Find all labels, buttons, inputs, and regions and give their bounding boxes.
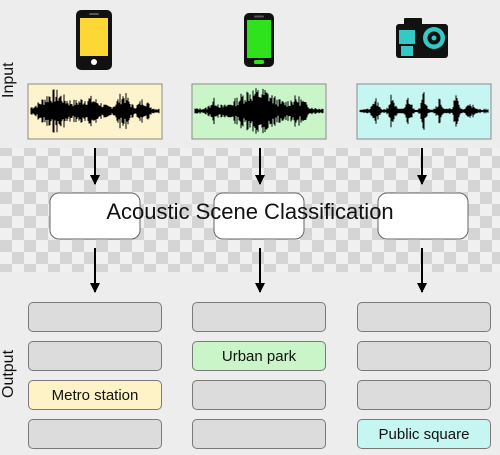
output-box-col2-4 [192, 419, 326, 449]
output-box-col1-4 [28, 419, 162, 449]
input-section-label: Input [0, 62, 17, 98]
green-phone-icon [244, 13, 274, 67]
output-box-col1-2 [28, 341, 162, 371]
output-box-col3-4: Public square [357, 419, 491, 449]
waveform-2 [194, 88, 324, 134]
classifier-block-3 [377, 192, 469, 240]
waveform-panel-3 [356, 83, 492, 140]
yellow-phone-icon [76, 10, 112, 70]
classifier-block-1 [49, 192, 141, 240]
classifier-block-2 [213, 192, 305, 240]
output-section-label: Output [0, 349, 17, 398]
waveform-panel-2 [191, 83, 327, 140]
waveform-1 [30, 89, 160, 133]
output-box-col3-3 [357, 380, 491, 410]
waveform-3 [359, 92, 489, 130]
waveform-panel-1 [27, 83, 163, 140]
output-box-col2-3 [192, 380, 326, 410]
output-box-col3-2 [357, 341, 491, 371]
output-box-col2-2: Urban park [192, 341, 326, 371]
classifier-label: Acoustic Scene Classification [106, 199, 394, 224]
output-box-col2-1 [192, 302, 326, 332]
action-camera-icon [396, 18, 448, 58]
output-box-col3-1 [357, 302, 491, 332]
output-box-col1-1 [28, 302, 162, 332]
output-box-col1-3: Metro station [28, 380, 162, 410]
